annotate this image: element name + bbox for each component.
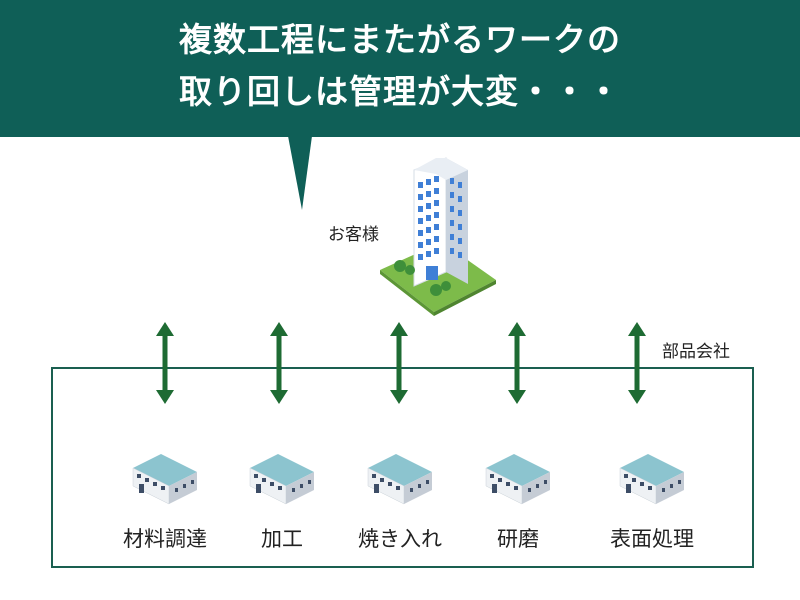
factory-building-icon [367,454,432,505]
headline-text: 複数工程にまたがるワークの 取り回しは管理が大変・・・ [0,14,800,118]
process-machining: 加工 [222,428,342,553]
office-building-icon [380,157,496,316]
process-surface-treatment: 表面処理 [592,428,712,553]
process-material-procurement: 材料調達 [105,428,225,553]
double-arrow-icon [156,322,174,404]
customer-label: お客様 [328,225,379,245]
factory-building-icon [249,454,314,505]
double-arrow-icon [508,322,526,404]
double-arrow-icon [270,322,288,404]
process-label: 焼き入れ [358,527,442,551]
headline-line-2: 取り回しは管理が大変・・・ [179,72,621,111]
process-quenching: 焼き入れ [340,428,460,553]
headline-banner: 複数工程にまたがるワークの 取り回しは管理が大変・・・ [0,0,800,137]
double-arrow-icon [390,322,408,404]
headline-line-1: 複数工程にまたがるワークの [179,20,621,59]
process-label: 研磨 [497,527,539,551]
factory-building-icon [485,454,550,505]
process-label: 加工 [261,527,303,551]
process-grinding: 研磨 [458,428,578,553]
parts-company-label: 部品会社 [662,342,730,362]
factory-building-icon [619,454,684,505]
process-label: 材料調達 [123,527,207,551]
factory-building-icon [132,454,197,505]
speech-bubble-tail [288,136,312,210]
process-label: 表面処理 [610,527,694,551]
double-arrow-icon [628,322,646,404]
parts-company-box [51,367,754,568]
